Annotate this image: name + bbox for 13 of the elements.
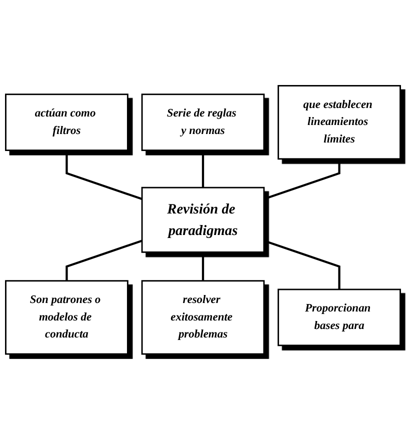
node-box: resolver exitosamente problemas [141,280,265,354]
node-box: que establecen lineamientos límites [278,84,401,160]
connector [202,150,204,188]
node-box: Proporcionan bases para [278,288,401,346]
node-box: Serie de reglas y normas [141,93,265,151]
connector [264,158,340,200]
connector [264,239,340,290]
node-box: Son patrones o modelos de conducta [5,280,128,354]
node-box: actúan como filtros [5,93,128,151]
connector [66,150,142,200]
connector [66,239,142,280]
connector [202,252,204,280]
node-box: Revisión de paradigmas [141,186,265,252]
